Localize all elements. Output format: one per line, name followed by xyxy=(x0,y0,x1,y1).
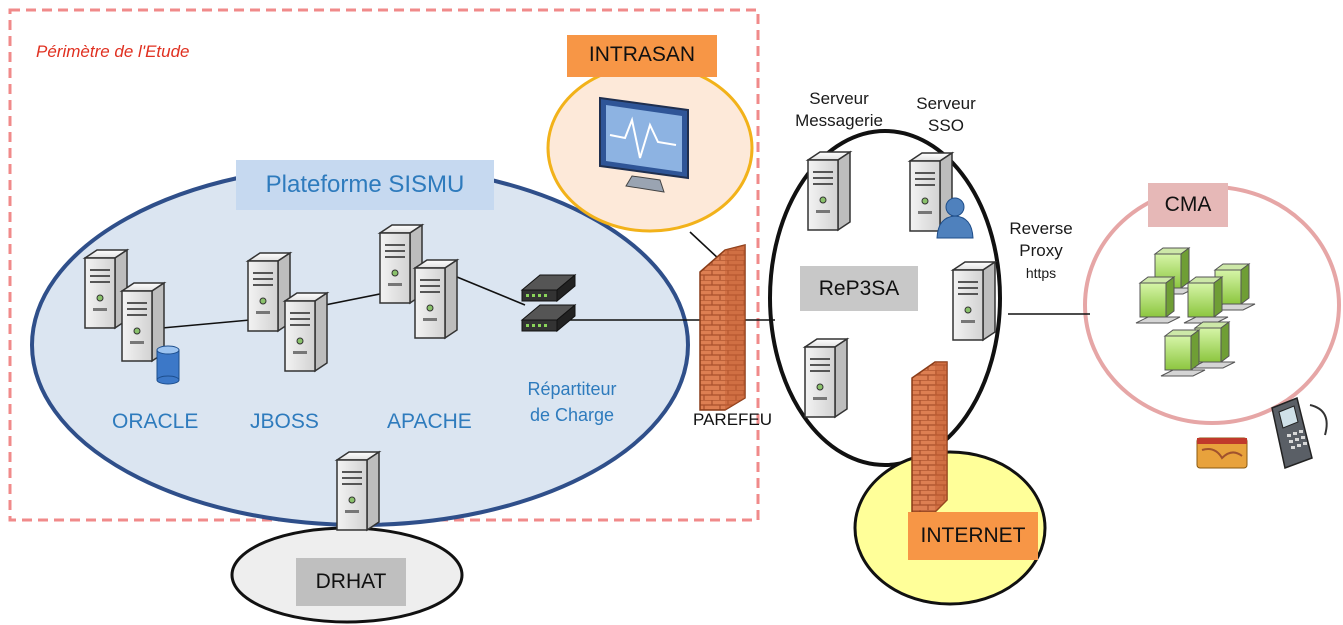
intrasan-title: INTRASAN xyxy=(567,35,717,77)
internet-firewall-icon xyxy=(911,361,948,513)
repartiteur-line-2: de Charge xyxy=(529,405,615,425)
sso-line-1: Serveur xyxy=(916,94,976,113)
sismu-title-box: Plateforme SISMU xyxy=(236,160,494,210)
cma-title: CMA xyxy=(1148,183,1228,227)
proxy-protocol: https xyxy=(1025,265,1057,281)
load-balancer-icon xyxy=(520,273,577,333)
proxy-server xyxy=(952,261,996,341)
sso-line-2: SSO xyxy=(928,116,964,135)
oracle-label: ORACLE xyxy=(112,410,199,433)
card-reader-icon xyxy=(1271,396,1328,470)
messagerie-line-2: Messagerie xyxy=(795,111,883,130)
internet-title: INTERNET xyxy=(908,512,1038,560)
repartiteur-label: Répartiteur de Charge xyxy=(512,376,632,428)
parefeu-label: PAREFEU xyxy=(693,410,773,429)
apache-label: APACHE xyxy=(387,410,472,433)
proxy-line-2: Proxy xyxy=(1019,241,1063,260)
sismu-title: Plateforme SISMU xyxy=(265,171,465,198)
monitor-icon xyxy=(599,96,689,193)
proxy-label: Reverse Proxy https xyxy=(996,218,1086,284)
jboss-label: JBOSS xyxy=(250,410,319,433)
oracle-server-1 xyxy=(84,249,128,329)
repartiteur-line-1: Répartiteur xyxy=(527,379,617,399)
oracle-database-icon xyxy=(156,345,180,385)
parefeu-firewall-icon xyxy=(699,244,746,411)
messagerie-label: Serveur Messagerie xyxy=(784,88,894,132)
smart-card-icon xyxy=(1196,437,1248,469)
drhat-server xyxy=(336,451,380,531)
perimeter-label: Périmètre de l'Etude xyxy=(36,42,190,61)
proxy-line-1: Reverse xyxy=(1009,219,1073,238)
user-icon xyxy=(936,197,974,239)
rep3sa-title: ReP3SA xyxy=(800,266,918,311)
jboss-server-2 xyxy=(284,292,328,372)
rep3sa-server xyxy=(804,338,848,418)
messagerie-line-1: Serveur xyxy=(809,89,869,108)
messagerie-server xyxy=(807,151,851,231)
sso-label: Serveur SSO xyxy=(906,93,986,137)
apache-server-2 xyxy=(414,259,458,339)
jboss-server-1 xyxy=(247,252,291,332)
drhat-title: DRHAT xyxy=(296,558,406,606)
